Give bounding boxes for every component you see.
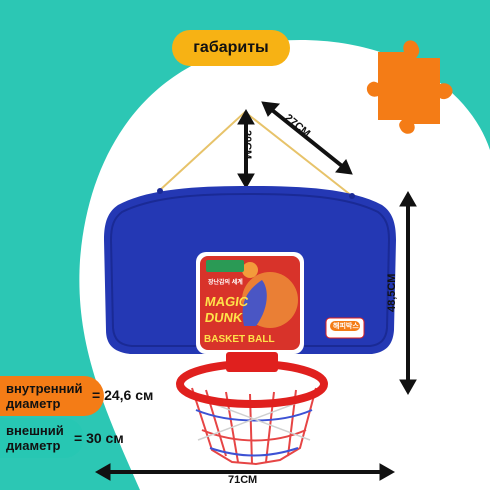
puzzle-icon — [366, 40, 453, 134]
sticker-magic-text: MAGIC — [203, 294, 250, 309]
board-height-label: 48,5СМ — [386, 273, 398, 312]
arrow-board-width — [94, 463, 396, 481]
magic-dunk-sticker — [196, 252, 304, 354]
hanger-height-label: 20СМ — [241, 130, 253, 160]
basketball-net — [191, 387, 317, 466]
basketball-rim — [176, 352, 328, 408]
happybox-logo-sticker — [325, 317, 365, 339]
sticker-dunk-text: DUNK — [203, 310, 244, 325]
arrow-board-height — [399, 190, 417, 396]
inner-diameter-value: = 24,6 см — [92, 387, 154, 403]
outer-diameter-label: внешний диаметр — [6, 423, 64, 453]
inner-diameter-badge: внутренний диаметр — [0, 376, 104, 416]
arrow-hanger-length — [261, 101, 353, 175]
outer-diameter-value: = 30 см — [74, 430, 124, 446]
inner-diameter-label: внутренний диаметр — [6, 381, 83, 411]
sticker-korean-logo: 해피박스 — [333, 323, 359, 330]
board-width-label: 71СМ — [228, 474, 258, 486]
title-badge: габариты — [172, 30, 290, 66]
sticker-brand-small: 장난감의 세계 — [208, 280, 243, 286]
outer-diameter-badge: внешний диаметр — [0, 418, 84, 458]
sticker-basketball-text: BASKET BALL — [204, 334, 275, 345]
arrow-hanger-height — [237, 108, 255, 190]
hanging-cord — [159, 110, 353, 197]
